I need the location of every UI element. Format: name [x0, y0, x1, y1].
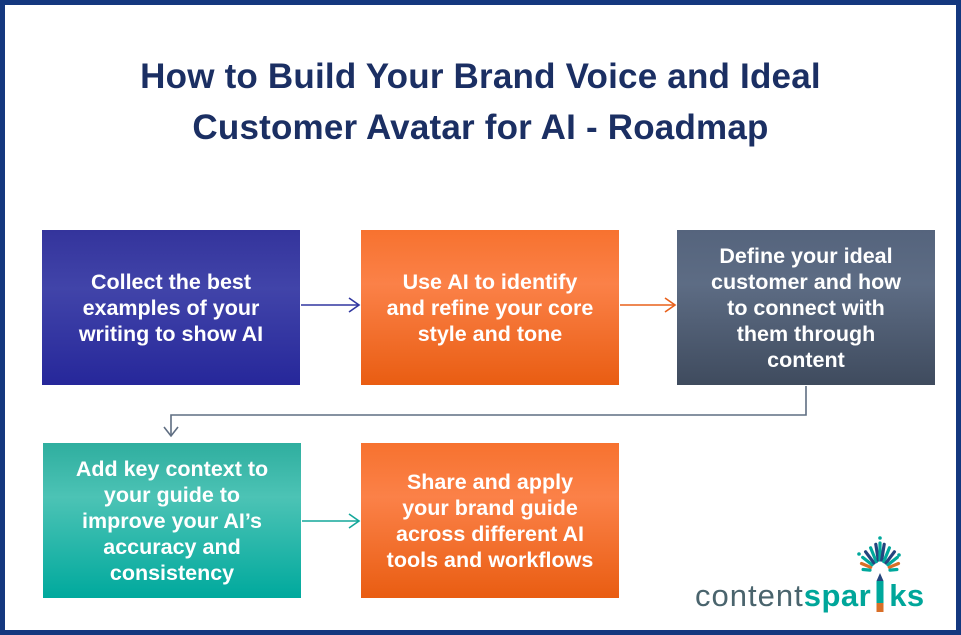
- step-1-label: Collect the best examples of your writin…: [78, 269, 264, 346]
- elbow-arrow-down-icon: [163, 386, 807, 438]
- logo-text-spar: spar: [803, 578, 872, 613]
- logo-text-sparks: spar ks: [803, 536, 925, 615]
- step-2-label: Use AI to identify and refine your core …: [386, 269, 594, 346]
- arrow-right-icon: [302, 513, 361, 529]
- step-3-label: Define your ideal customer and how to co…: [711, 243, 901, 372]
- arrow-right-icon: [620, 297, 677, 313]
- title-line-1: How to Build Your Brand Voice and Ideal: [140, 57, 821, 96]
- step-box-3: Define your ideal customer and how to co…: [677, 230, 935, 385]
- page-title: How to Build Your Brand Voice and Ideal …: [5, 51, 956, 153]
- step-box-4: Add key context to your guide to improve…: [43, 443, 301, 598]
- step-5-label: Share and apply your brand guide across …: [386, 469, 594, 572]
- arrow-right-icon: [301, 297, 361, 313]
- pencil-icon: [876, 573, 884, 612]
- step-box-5: Share and apply your brand guide across …: [361, 443, 619, 598]
- logo-text-content: content: [695, 578, 804, 613]
- sparkler-pencil-icon: [857, 536, 901, 612]
- step-4-label: Add key context to your guide to improve…: [75, 456, 269, 585]
- step-box-1: Collect the best examples of your writin…: [42, 230, 300, 385]
- step-box-2: Use AI to identify and refine your core …: [361, 230, 619, 385]
- logo-text-ks: ks: [889, 578, 925, 613]
- title-line-2: Customer Avatar for AI - Roadmap: [192, 108, 769, 147]
